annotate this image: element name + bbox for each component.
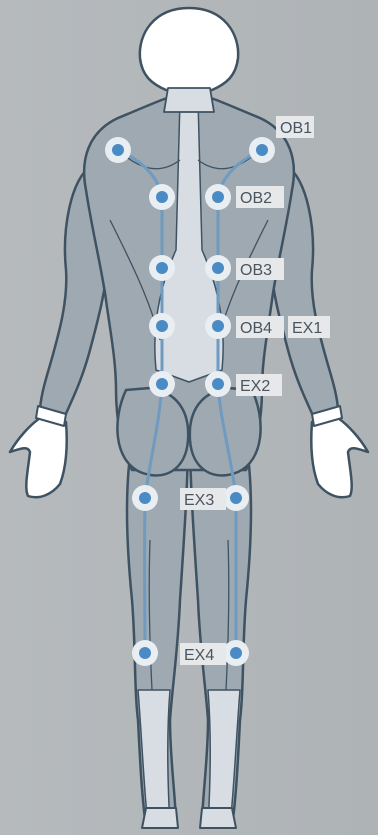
body-silhouette: [10, 8, 368, 828]
ob4-point-right[interactable]: [205, 313, 231, 339]
point-dot: [212, 320, 224, 332]
label-text: EX3: [184, 492, 214, 509]
label-text: EX1: [292, 320, 322, 337]
right-hand: [311, 418, 368, 497]
point-dot: [139, 647, 151, 659]
right-foot: [200, 808, 236, 828]
label-text: OB2: [240, 190, 272, 207]
ex3-point-left[interactable]: [132, 485, 158, 511]
ob4-point-left[interactable]: [149, 313, 175, 339]
neck: [164, 88, 214, 112]
point-dot: [156, 378, 168, 390]
ob2-point-right[interactable]: [205, 184, 231, 210]
ob3-point-right[interactable]: [205, 255, 231, 281]
left-foot: [142, 808, 178, 828]
left-glute: [117, 388, 188, 475]
ob2-point-left[interactable]: [149, 184, 175, 210]
point-dot: [212, 378, 224, 390]
ob1-point-right[interactable]: [249, 137, 275, 163]
ob1-point-left[interactable]: [105, 137, 131, 163]
point-dot: [230, 492, 242, 504]
point-dot: [156, 262, 168, 274]
ob4-label: OB4: [236, 316, 284, 338]
point-dot: [212, 262, 224, 274]
point-dot: [156, 191, 168, 203]
label-text: EX4: [184, 647, 214, 664]
ex2-label: EX2: [236, 374, 282, 396]
ob2-label: OB2: [236, 186, 284, 208]
point-dot: [230, 647, 242, 659]
label-text: OB3: [240, 262, 272, 279]
point-dot: [139, 492, 151, 504]
head: [140, 8, 238, 90]
ob3-point-left[interactable]: [149, 255, 175, 281]
ex4-point-left[interactable]: [132, 640, 158, 666]
label-text: OB1: [280, 120, 312, 137]
point-dot: [256, 144, 268, 156]
point-dot: [112, 144, 124, 156]
label-text: EX2: [240, 378, 270, 395]
point-dot: [212, 191, 224, 203]
ex1-label: EX1: [288, 316, 330, 338]
ex4-point-right[interactable]: [223, 640, 249, 666]
ex2-point-right[interactable]: [205, 371, 231, 397]
ex3-point-right[interactable]: [223, 485, 249, 511]
ex4-label: EX4: [180, 643, 226, 665]
label-text: OB4: [240, 320, 272, 337]
point-dot: [156, 320, 168, 332]
left-hand: [10, 418, 67, 497]
ex3-label: EX3: [180, 488, 226, 510]
ob1-label: OB1: [276, 116, 314, 138]
ob3-label: OB3: [236, 258, 284, 280]
ex2-point-left[interactable]: [149, 371, 175, 397]
